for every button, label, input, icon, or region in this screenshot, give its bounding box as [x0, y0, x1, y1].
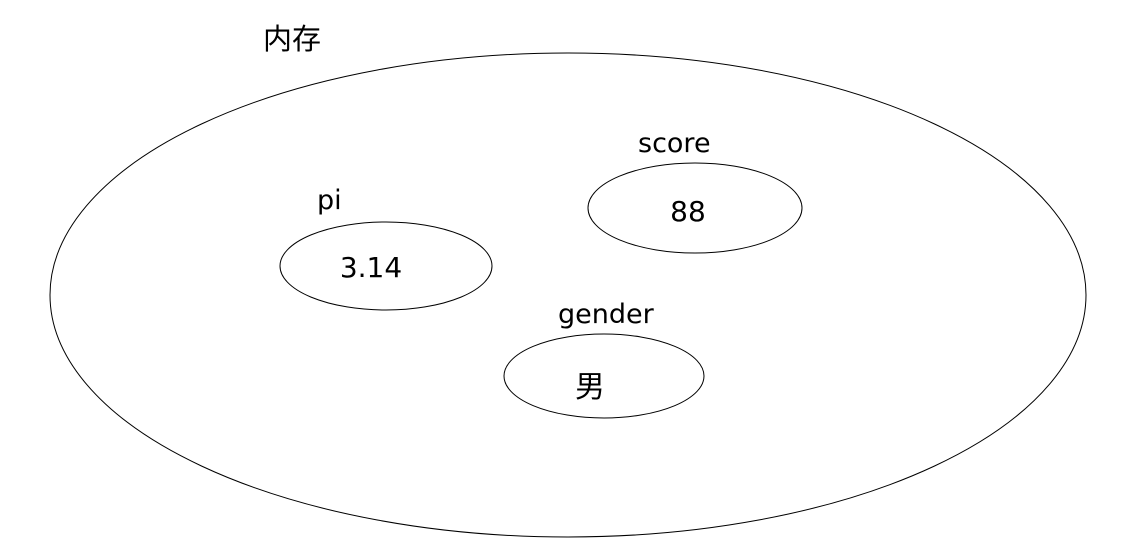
variable-label-score: score [638, 128, 711, 159]
memory-container-label: 内存 [263, 22, 321, 56]
variable-ellipse-score [587, 162, 803, 254]
variable-ellipse-gender [503, 333, 705, 419]
variable-value-pi: 3.14 [340, 251, 402, 284]
variable-label-gender: gender [558, 299, 655, 330]
variable-value-score: 88 [670, 195, 706, 228]
memory-container-ellipse [49, 52, 1087, 538]
variable-label-pi: pi [317, 185, 342, 216]
variable-value-gender: 男 [575, 370, 605, 405]
variable-ellipse-pi [279, 221, 493, 311]
